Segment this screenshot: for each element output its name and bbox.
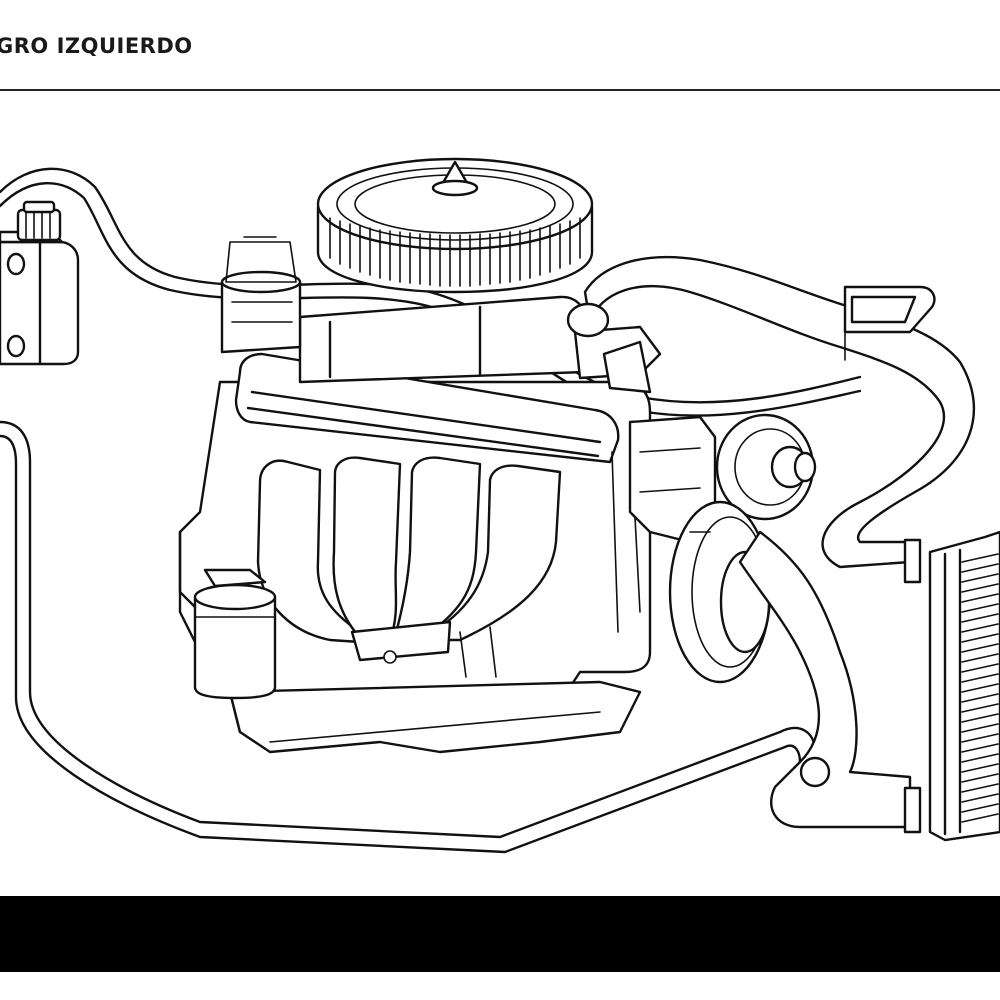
header-divider	[0, 89, 1000, 91]
exhaust-headers	[256, 456, 562, 678]
lower-radiator-hose	[738, 530, 922, 834]
footer-bar	[0, 896, 1000, 972]
water-pump-pulley	[715, 413, 817, 521]
oil-filter	[193, 568, 277, 700]
page-title: GRO IZQUIERDO	[0, 34, 193, 58]
thermostat-fitting	[843, 285, 936, 334]
radiator	[928, 530, 1000, 842]
air-filter-pleats	[329, 217, 581, 287]
heater-return-line	[0, 420, 817, 854]
radiator-fins	[961, 553, 999, 823]
air-cleaner	[316, 157, 594, 294]
distributor	[220, 236, 302, 354]
upper-radiator-hose	[566, 255, 976, 584]
engine-cooling-diagram	[0, 157, 1000, 854]
expansion-tank	[0, 200, 80, 366]
water-pump	[573, 325, 717, 544]
crank-pulley	[668, 500, 772, 684]
